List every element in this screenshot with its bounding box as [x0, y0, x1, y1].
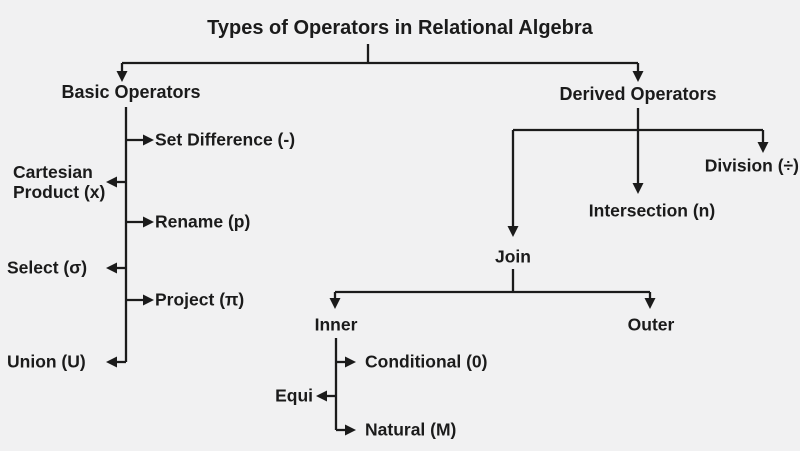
node-union: Union (U): [7, 351, 86, 372]
node-outer: Outer: [627, 314, 675, 335]
node-division: Division (÷): [704, 155, 799, 176]
node-basic-operators: Basic Operators: [61, 82, 201, 103]
node-set-difference: Set Difference (-): [155, 129, 296, 150]
node-conditional: Conditional (0): [365, 351, 488, 372]
node-project: Project (π): [155, 289, 245, 310]
node-join: Join: [495, 246, 531, 267]
node-intersection: Intersection (n): [588, 200, 716, 221]
node-natural: Natural (M): [365, 419, 457, 440]
node-inner: Inner: [314, 314, 358, 335]
node-rename: Rename (p): [155, 211, 251, 232]
node-select: Select (σ): [7, 257, 88, 278]
node-cartesian-product: Cartesian Product (x): [13, 162, 106, 202]
node-equi: Equi: [275, 385, 313, 406]
node-derived-operators: Derived Operators: [559, 84, 717, 105]
diagram-title: Types of Operators in Relational Algebra: [207, 17, 593, 39]
